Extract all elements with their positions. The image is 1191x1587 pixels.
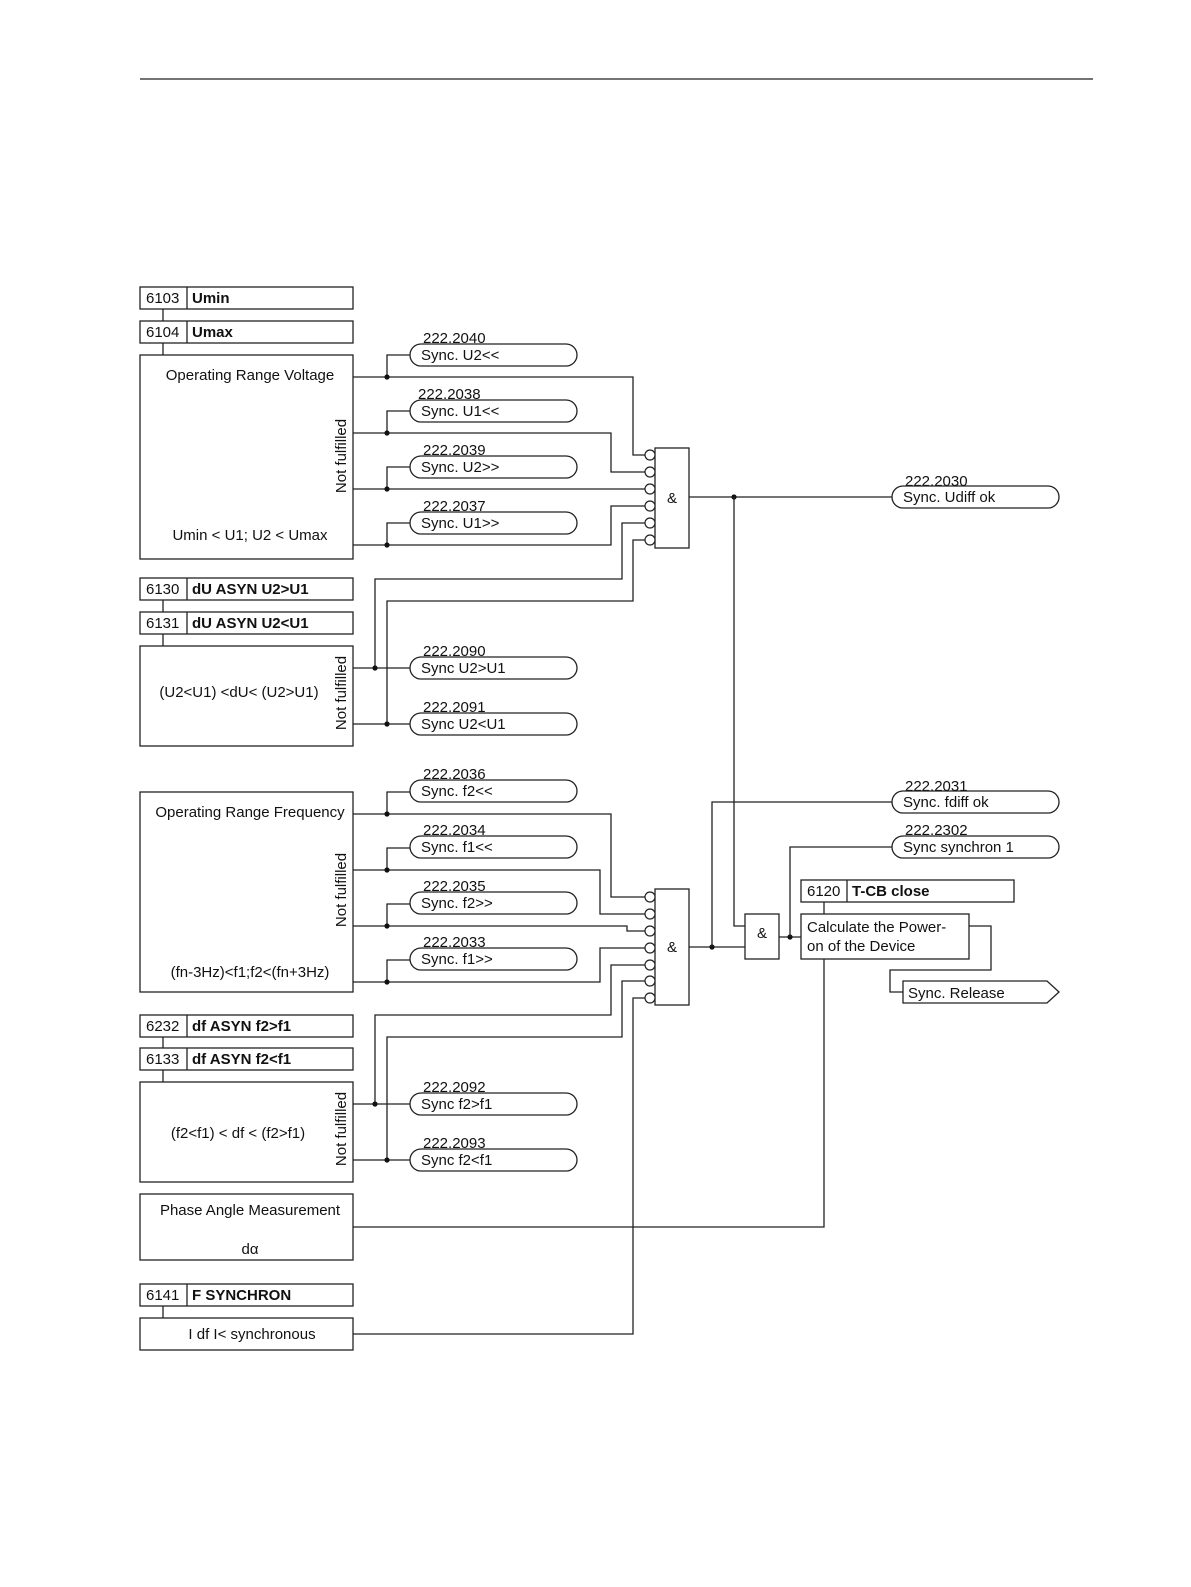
message-label: Sync U2>U1 [421,660,506,677]
block-df-synchronous: I df I< synchronous [139,1317,354,1351]
phase-block-title: Phase Angle Measurement [160,1202,341,1219]
message-label: Sync f2>f1 [421,1096,492,1113]
block-phase-angle-measurement: Phase Angle Measurement dα [139,1193,354,1261]
message-number: 222.2037 [423,498,486,515]
message-label: Sync. U1>> [421,515,500,532]
message-222-2034: 222.2034 Sync. f1<< [409,822,578,859]
message-label: Sync U2<U1 [421,716,506,733]
voltage-not-fulfilled-label: Not fulfilled [333,419,350,493]
frequency-block-condition: (fn-3Hz)<f1;f2<(fn+3Hz) [171,964,330,981]
message-label: Sync. f2<< [421,783,493,800]
param-6141-name: F SYNCHRON [192,1287,291,1304]
param-df-asyn-f2-gt-f1: 6232 df ASYN f2>f1 [139,1014,354,1038]
message-number: 222.2039 [423,442,486,459]
message-label: Sync. Udiff ok [903,489,996,506]
frequency-not-fulfilled-label: Not fulfilled [333,853,350,927]
param-df-asyn-f2-lt-f1: 6133 df ASYN f2<f1 [139,1047,354,1071]
message-number: 222.2090 [423,643,486,660]
param-6232-number: 6232 [146,1018,179,1035]
message-label: Sync. fdiff ok [903,794,989,811]
message-number: 222.2093 [423,1135,486,1152]
param-6130-name: dU ASYN U2>U1 [192,581,309,598]
message-222-2031: 222.2031 Sync. fdiff ok [891,778,1060,814]
and-gate-release: & [744,913,780,960]
block-calculate-power-on: Calculate the Power- on of the Device [800,913,970,960]
du-block-condition: (U2<U1) <dU< (U2>U1) [159,684,318,701]
message-label: Sync f2<f1 [421,1152,492,1169]
message-222-2033: 222.2033 Sync. f1>> [409,934,578,971]
param-6133-name: df ASYN f2<f1 [192,1051,291,1068]
message-label: Sync. U2<< [421,347,500,364]
message-label: Sync. U1<< [421,403,500,420]
and-symbol: & [757,925,767,942]
param-du-asyn-u2-gt-u1: 6130 dU ASYN U2>U1 [139,577,354,601]
calc-block-line1: Calculate the Power- [807,919,946,936]
message-222-2302: 222.2302 Sync synchron 1 [891,822,1060,859]
message-222-2090: 222.2090 Sync U2>U1 [409,643,578,680]
phase-block-symbol: dα [241,1241,258,1258]
param-umin-number: 6103 [146,290,179,307]
param-6133-number: 6133 [146,1051,179,1068]
message-222-2035: 222.2035 Sync. f2>> [409,878,578,915]
block-df-range: (f2<f1) < df < (f2>f1) Not fulfilled [139,1081,354,1183]
message-number: 222.2038 [418,386,481,403]
message-number: 222.2035 [423,878,486,895]
message-number: 222.2302 [905,822,968,839]
df-not-fulfilled-label: Not fulfilled [333,1092,350,1166]
message-number: 222.2033 [423,934,486,951]
message-label: Sync. f1>> [421,951,493,968]
voltage-block-title: Operating Range Voltage [166,367,334,384]
message-label: Sync. f1<< [421,839,493,856]
param-umax-name: Umax [192,324,234,341]
and-symbol: & [667,490,677,507]
message-222-2040: 222.2040 Sync. U2<< [409,330,578,367]
message-222-2036: 222.2036 Sync. f2<< [409,766,578,803]
message-number: 222.2091 [423,699,486,716]
block-operating-range-frequency: Operating Range Frequency (fn-3Hz)<f1;f2… [139,791,354,993]
calc-block-line2: on of the Device [807,938,915,955]
du-not-fulfilled-label: Not fulfilled [333,656,350,730]
message-222-2038: 222.2038 Sync. U1<< [409,386,578,423]
message-222-2030: 222.2030 Sync. Udiff ok [891,473,1060,509]
block-du-range: (U2<U1) <dU< (U2>U1) Not fulfilled [139,645,354,747]
message-label: Sync. U2>> [421,459,500,476]
message-number: 222.2040 [423,330,486,347]
param-umin-name: Umin [192,290,230,307]
message-222-2092: 222.2092 Sync f2>f1 [409,1079,578,1116]
sync-release-label: Sync. Release [908,985,1005,1002]
message-number: 222.2092 [423,1079,486,1096]
and-gate-frequency: & [644,888,690,1006]
param-tcb-close: 6120 T-CB close [800,879,1015,903]
param-umax: 6104 Umax [139,320,354,344]
output-sync-release: Sync. Release [902,980,1060,1004]
param-6232-name: df ASYN f2>f1 [192,1018,291,1035]
block-operating-range-voltage: Operating Range Voltage Umin < U1; U2 < … [139,354,354,560]
df-block-condition: (f2<f1) < df < (f2>f1) [171,1125,305,1142]
and-symbol: & [667,939,677,956]
message-222-2091: 222.2091 Sync U2<U1 [409,699,578,736]
param-6131-number: 6131 [146,615,179,632]
message-222-2093: 222.2093 Sync f2<f1 [409,1135,578,1172]
message-222-2037: 222.2037 Sync. U1>> [409,498,578,535]
param-f-synchron: 6141 F SYNCHRON [139,1283,354,1307]
message-222-2039: 222.2039 Sync. U2>> [409,442,578,479]
message-number: 222.2036 [423,766,486,783]
message-number: 222.2034 [423,822,486,839]
message-label: Sync. f2>> [421,895,493,912]
param-6120-name: T-CB close [852,883,930,900]
param-6141-number: 6141 [146,1287,179,1304]
sync-block-condition: I df I< synchronous [188,1326,315,1343]
message-label: Sync synchron 1 [903,839,1014,856]
param-umax-number: 6104 [146,324,179,341]
param-6120-number: 6120 [807,883,840,900]
voltage-block-condition: Umin < U1; U2 < Umax [172,527,328,544]
frequency-block-title: Operating Range Frequency [155,804,345,821]
and-gate-voltage: & [644,447,690,549]
param-6130-number: 6130 [146,581,179,598]
param-6131-name: dU ASYN U2<U1 [192,615,309,632]
param-umin: 6103 Umin [139,286,354,310]
param-du-asyn-u2-lt-u1: 6131 dU ASYN U2<U1 [139,611,354,635]
